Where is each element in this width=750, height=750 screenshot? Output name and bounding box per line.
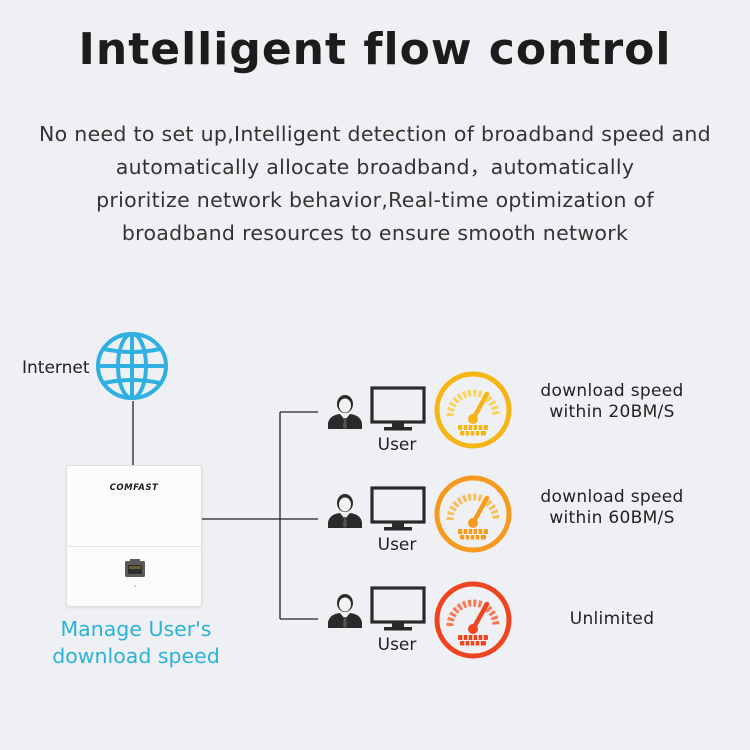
speed-label-line: download speed bbox=[540, 487, 684, 507]
person-icon bbox=[328, 594, 362, 628]
page-title: Intelligent flow control bbox=[78, 24, 672, 75]
speed-label-line: within 60BM/S bbox=[549, 508, 675, 528]
person-icon bbox=[328, 494, 362, 528]
description-line: prioritize network behavior,Real-time op… bbox=[96, 188, 654, 212]
user-label: User bbox=[377, 435, 417, 455]
user-label: User bbox=[377, 535, 417, 555]
speed-label: Unlimited bbox=[517, 609, 707, 630]
monitor-icon bbox=[370, 586, 426, 631]
description-line: automatically allocate broadband，automat… bbox=[115, 155, 635, 179]
user-label: User bbox=[377, 635, 417, 655]
manage-label-line: Manage User's bbox=[60, 617, 212, 641]
monitor-icon bbox=[370, 486, 426, 531]
globe-icon bbox=[96, 332, 168, 400]
person-icon bbox=[328, 395, 362, 429]
speedometer-icon bbox=[434, 475, 512, 553]
speed-label-line: download speed bbox=[540, 381, 684, 401]
device-divider bbox=[67, 546, 201, 547]
internet-label: Internet bbox=[22, 358, 90, 378]
manage-label-line: download speed bbox=[52, 644, 220, 668]
speedometer-icon bbox=[434, 581, 512, 659]
router-device: COMFAST bbox=[66, 465, 202, 607]
speed-label-line: Unlimited bbox=[569, 609, 655, 629]
description-line: No need to set up,Intelligent detection … bbox=[39, 122, 711, 146]
speed-label-line: within 20BM/S bbox=[549, 402, 675, 422]
manage-speed-label: Manage User's download speed bbox=[36, 616, 236, 670]
monitor-icon bbox=[370, 386, 426, 431]
device-led-indicator bbox=[134, 585, 136, 587]
device-brand-logo: COMFAST bbox=[109, 483, 159, 493]
speedometer-icon bbox=[434, 371, 512, 449]
ethernet-port-icon bbox=[125, 559, 145, 577]
description: No need to set up,Intelligent detection … bbox=[20, 118, 730, 250]
description-line: broadband resources to ensure smooth net… bbox=[121, 221, 629, 245]
